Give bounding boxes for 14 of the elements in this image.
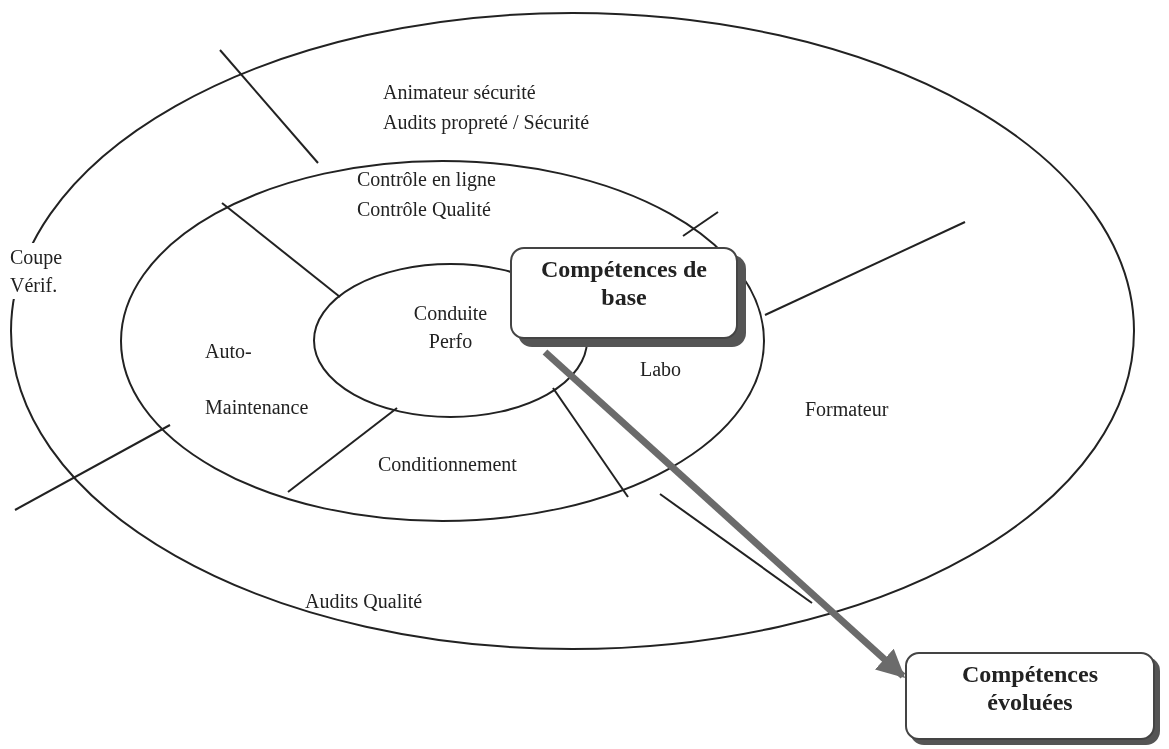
arrow <box>542 349 906 679</box>
ring-label: Audits Qualité <box>305 589 423 614</box>
ring-label: Formateur <box>805 397 889 422</box>
ring-label: Audits propreté / Sécurité <box>383 110 590 136</box>
ring-label: Animateur sécurité <box>383 80 536 105</box>
ellipse-ring <box>10 12 1135 650</box>
ring-label: Maintenance <box>205 395 309 420</box>
ellipse-ring <box>120 160 765 522</box>
ring-label: Conditionnement <box>378 452 517 477</box>
ring-label: Auto- <box>205 339 252 364</box>
ring-label: Contrôle Qualité <box>357 197 491 222</box>
node-label: Conduite Perfo <box>412 300 489 354</box>
ring-label: Contrôle en ligne <box>357 167 496 193</box>
ring-label: Labo <box>640 357 682 382</box>
